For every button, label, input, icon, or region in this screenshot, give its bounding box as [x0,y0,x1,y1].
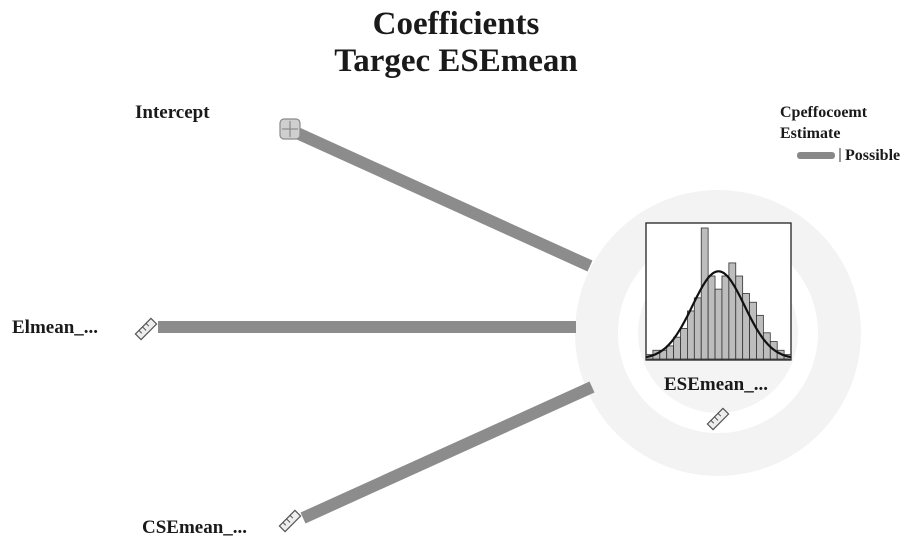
legend-subtitle: Estimate [780,125,841,142]
histogram-bars [645,227,792,360]
ruler-icon[interactable] [706,407,730,431]
histogram-bar [693,297,702,360]
edge-csemean[interactable] [300,381,595,524]
histogram-bar [749,301,757,360]
histogram-bar [707,275,716,360]
histogram-bar [714,288,723,360]
legend-entry-label: Possible [845,147,901,164]
page-subtitle: Targec ESEmean [334,43,578,79]
target-label: ESEmean_... [664,374,768,395]
histogram-curve [645,270,792,359]
target-histogram[interactable] [645,222,792,361]
predictor-label-elmean: Elmean_... [12,317,99,338]
legend-swatch [797,152,835,159]
histogram-bar [680,328,688,360]
ruler-icon[interactable] [134,317,158,341]
grid-icon[interactable] [279,118,301,140]
histogram-bar [687,310,695,360]
ruler-icon[interactable] [278,509,302,533]
histogram-bar [728,262,737,360]
predictor-label-intercept: Intercept [135,102,210,123]
histogram-bar [666,345,675,360]
histogram-bar [700,227,709,360]
legend-title: Cpeffocoemt [780,104,868,121]
predictor-label-csemean: CSEmean_... [142,517,248,538]
edge-intercept[interactable] [294,127,593,272]
histogram-bar [721,275,730,360]
page-title: Coefficients [372,6,540,42]
histogram-bar [673,336,681,360]
